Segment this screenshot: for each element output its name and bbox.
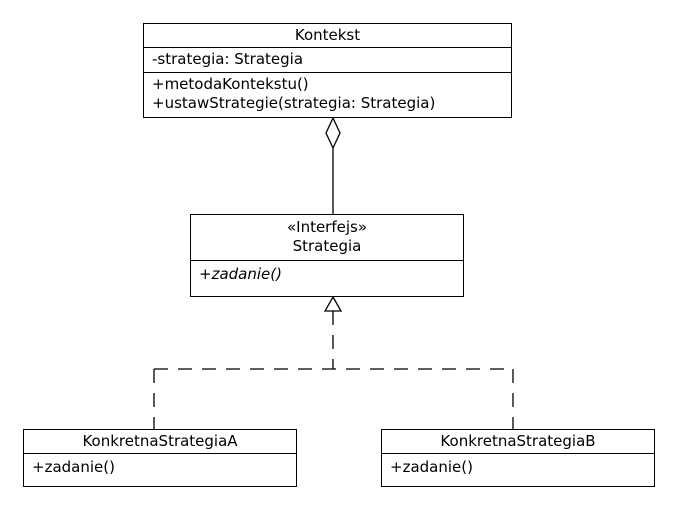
method-zadanie-a: +zadanie() <box>32 458 115 476</box>
class-konkretna-strategia-b[interactable]: KonkretnaStrategiaB +zadanie() <box>381 429 655 487</box>
class-konkretna-strategia-b-methods: +zadanie() <box>382 453 654 480</box>
method-zadanie-abstract: +zadanie() <box>199 265 282 283</box>
class-kontekst-methods: +metodaKontekstu() +ustawStrategie(strat… <box>144 72 511 116</box>
interface-strategia[interactable]: «Interfejs» Strategia +zadanie() <box>190 214 464 297</box>
class-kontekst-name: Kontekst <box>294 26 361 44</box>
class-konkretna-strategia-a-methods: +zadanie() <box>24 453 296 480</box>
interface-stereotype: «Interfejs» <box>286 218 368 236</box>
interface-strategia-header: «Interfejs» Strategia <box>191 215 463 260</box>
aggregation-diamond <box>325 116 341 150</box>
interface-strategia-name: Strategia <box>292 237 362 255</box>
class-konkretna-strategia-b-name: KonkretnaStrategiaB <box>440 432 596 450</box>
realization-connector <box>153 295 514 429</box>
class-konkretna-strategia-a[interactable]: KonkretnaStrategiaA +zadanie() <box>23 429 297 487</box>
interface-strategia-methods: +zadanie() <box>191 260 463 287</box>
method-zadanie-b: +zadanie() <box>390 458 473 476</box>
method-metoda-kontekstu: +metodaKontekstu() <box>152 75 309 93</box>
class-kontekst[interactable]: Kontekst -strategia: Strategia +metodaKo… <box>143 23 512 118</box>
attribute-strategia: -strategia: Strategia <box>152 50 304 68</box>
class-kontekst-attributes: -strategia: Strategia <box>144 47 511 72</box>
realization-triangle <box>323 295 343 312</box>
method-ustaw-strategie: +ustawStrategie(strategia: Strategia) <box>152 94 436 112</box>
class-konkretna-strategia-a-name: KonkretnaStrategiaA <box>82 432 238 450</box>
aggregation-connector <box>325 116 341 214</box>
